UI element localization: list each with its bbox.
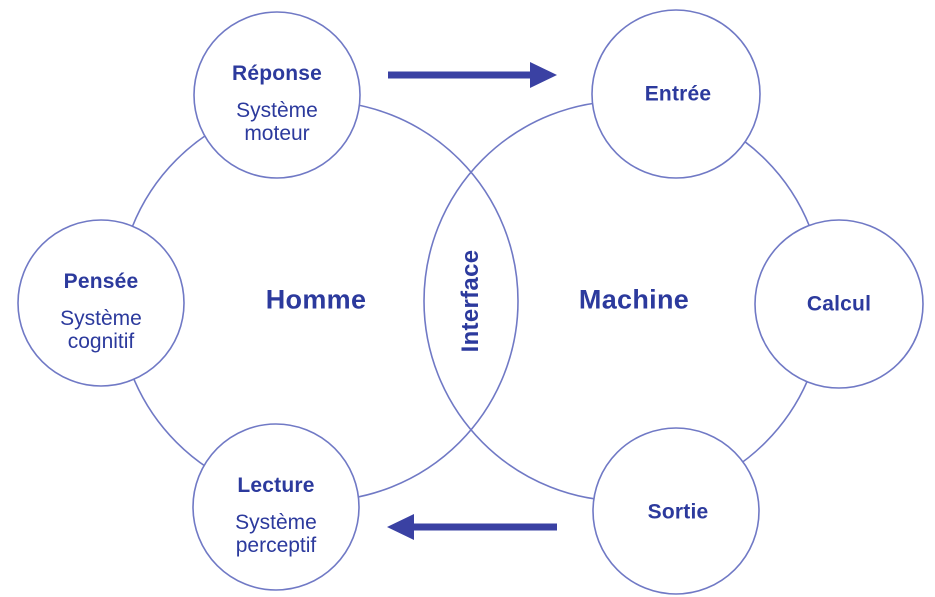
entree-circle <box>591 9 761 179</box>
lecture-circle <box>192 423 360 591</box>
node-pensee: Pensée Système cognitif <box>40 269 162 353</box>
node-entree: Entrée <box>645 82 712 107</box>
node-sortie: Sortie <box>648 500 709 525</box>
node-reponse: Réponse Système moteur <box>216 61 338 145</box>
node-sortie-title: Sortie <box>647 500 709 524</box>
pensee-circle <box>17 219 185 387</box>
reponse-circle <box>193 11 361 179</box>
calcul-circle <box>754 219 924 389</box>
node-entree-title: Entrée <box>644 82 712 106</box>
machine-region-label: Machine <box>578 284 690 315</box>
node-calcul-title: Calcul <box>806 292 872 316</box>
node-reponse-title: Réponse <box>231 62 323 85</box>
arrow-left-icon <box>387 514 557 540</box>
node-lecture-subtitle: Système perceptif <box>235 511 317 557</box>
interface-label: Interface <box>457 249 484 353</box>
node-calcul: Calcul <box>807 292 871 317</box>
node-lecture: Lecture Système perceptif <box>215 473 337 557</box>
homme-region-label: Homme <box>265 284 367 315</box>
node-reponse-subtitle: Système moteur <box>236 99 318 145</box>
sortie-circle <box>592 427 760 595</box>
node-pensee-title: Pensée <box>63 270 139 293</box>
arrow-right-icon <box>388 62 557 88</box>
node-lecture-title: Lecture <box>237 474 315 497</box>
node-pensee-subtitle: Système cognitif <box>60 307 142 353</box>
